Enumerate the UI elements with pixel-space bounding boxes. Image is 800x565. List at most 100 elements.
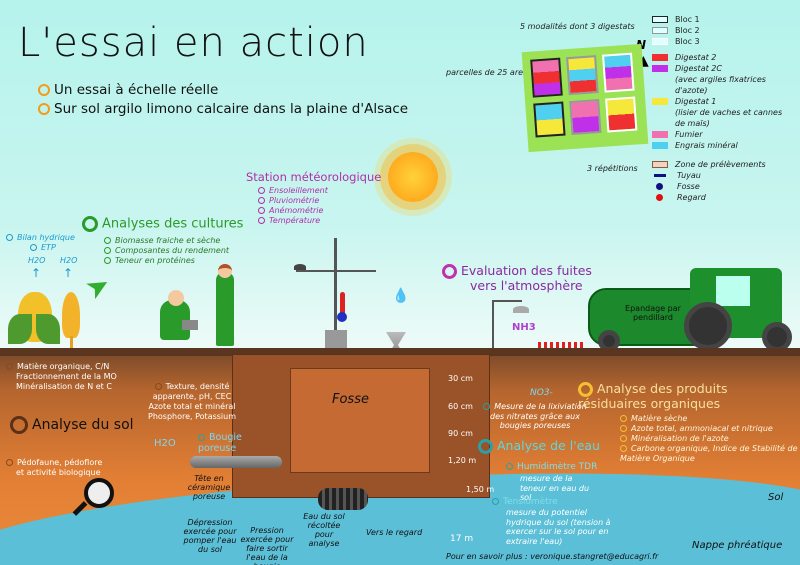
- bloc-1-swatch: [652, 16, 668, 23]
- sol-title: Analyse du sol: [10, 416, 134, 434]
- bougie-title: Bougie poreuse: [198, 432, 242, 454]
- depth-30: 30 cm: [448, 374, 473, 383]
- thermometer-bulb-icon: [337, 312, 347, 322]
- pendillard-boom-icon: [538, 342, 584, 352]
- digestat-2c-swatch: [652, 65, 668, 72]
- atmosphere-title: Evaluation des fuites vers l'atmosphère: [442, 264, 592, 293]
- plot-block-3a: [602, 52, 635, 93]
- eau-recoltee: Eau du sol récoltée pour analyse: [303, 512, 345, 548]
- legend-item: Fosse: [652, 181, 800, 192]
- laptop-icon: [182, 320, 198, 330]
- student-standing-icon: [216, 272, 234, 346]
- header-bullet-1: Un essai à échelle réelle: [38, 82, 218, 98]
- gas-sensor-arm: [492, 300, 522, 302]
- tdr-title: Humidimètre TDR: [506, 462, 597, 472]
- legend-item: Regard: [652, 192, 800, 203]
- digestat-1-swatch: [652, 98, 668, 105]
- bougie-pression: Pression exercée pour faire sortir l'eau…: [240, 526, 294, 565]
- tensio-title: Tensiomètre: [492, 497, 558, 507]
- ground-surface: [0, 348, 800, 356]
- header-bullet-2: Sur sol argilo limono calcaire dans la p…: [38, 101, 408, 117]
- page-title: L'essai en action: [18, 20, 369, 66]
- digestat-2-swatch: [652, 54, 668, 61]
- wheat-stem: [70, 336, 73, 350]
- eau-title: Analyse de l'eau: [478, 438, 600, 454]
- legend-item: Zone de prélèvements: [652, 159, 800, 170]
- fosse-dot-icon: [656, 183, 663, 190]
- corn-leaf: [8, 314, 32, 344]
- fosse-back-wall: [290, 368, 430, 473]
- tractor-cab-window: [716, 276, 750, 306]
- arrow-to-cultures-icon: ➤: [79, 266, 117, 307]
- student-head: [168, 290, 184, 306]
- legend-item: Bloc 3: [652, 36, 800, 47]
- tdr-text: mesure de la teneur en eau du sol: [520, 474, 590, 502]
- legend-item: Digestat 1: [652, 96, 800, 107]
- map-legend: Bloc 1 Bloc 2 Bloc 3 Digestat 2 Digestat…: [652, 14, 800, 203]
- tuyau-line-icon: [654, 174, 666, 177]
- legend-item: Bloc 1: [652, 14, 800, 25]
- drain-pipe-icon: [318, 488, 368, 510]
- pro-list: Matière sèche Azote total, ammoniacal et…: [620, 414, 798, 463]
- legend-item: Digestat 2C: [652, 63, 800, 74]
- wheat-icon: [62, 292, 80, 338]
- plot-block-2a: [566, 55, 599, 96]
- bloc-2-swatch: [652, 27, 668, 34]
- plot-block-3b: [605, 96, 638, 133]
- cultures-title: Analyses des cultures: [82, 216, 243, 232]
- corn-leaf: [36, 314, 60, 344]
- depth-120: 1,20 m: [448, 456, 477, 465]
- contact-link[interactable]: Pour en savoir plus : veronique.stangret…: [446, 552, 659, 561]
- h2o-label-wheat: H2O: [60, 256, 78, 265]
- plot-block-2b: [569, 99, 602, 136]
- nitrates-text: Mesure de la lixiviation des nitrates gr…: [480, 402, 590, 431]
- ring-bullet-icon: [38, 103, 50, 115]
- legend-item: Fumier: [652, 129, 800, 140]
- vers-regard: Vers le regard: [366, 528, 423, 537]
- rain-drops-icon: 💧: [392, 288, 410, 304]
- thermometer-icon: [340, 292, 345, 316]
- bougie-depression: Dépression exercée pour pomper l'eau du …: [183, 518, 237, 554]
- cultures-list: Biomasse fraiche et sèche Composantes du…: [104, 236, 229, 266]
- plot-map: [521, 43, 649, 153]
- evaporation-arrow-icon: ↑: [63, 266, 74, 280]
- ring-bullet-icon: [38, 84, 50, 96]
- student-head: [218, 264, 232, 278]
- label-modalites: 5 modalités dont 3 digestats: [520, 22, 635, 31]
- sun-icon: [388, 152, 438, 202]
- pyranometer-icon: [294, 264, 306, 270]
- sol-physico-list: Texture, densité apparente, pH, CEC Azot…: [148, 382, 237, 421]
- fosse-label: Fosse: [332, 392, 369, 407]
- depth-150: 1,50 m: [466, 485, 495, 494]
- depth-60: 60 cm: [448, 402, 473, 411]
- legend-item: Engrais minéral: [652, 140, 800, 151]
- station-title: Station météorologique: [246, 170, 382, 184]
- legend-item: Tuyau: [652, 170, 800, 181]
- h2o-label-corn: H2O: [28, 256, 46, 265]
- legend-item: Bloc 2: [652, 25, 800, 36]
- epandage-label: Epandage par pendillard: [625, 304, 681, 322]
- magnifier-icon: [84, 478, 114, 508]
- depth-17m: 17 m: [450, 534, 474, 544]
- sol-bio-list: Pédofaune, pédoflore et activité biologi…: [6, 458, 102, 478]
- fumier-swatch: [652, 131, 668, 138]
- tensio-text: mesure du potentiel hydrique du sol (ten…: [506, 508, 611, 546]
- sol-mo-list: Matière organique, C/N Fractionnement de…: [6, 362, 117, 392]
- sol-label: Sol: [768, 492, 784, 503]
- gas-sensor-icon: [513, 306, 529, 313]
- plot-block-1b: [533, 101, 566, 138]
- evaporation-arrow-icon: ↑: [31, 266, 42, 280]
- label-parcelles: parcelles de 25 ares: [446, 68, 528, 77]
- zone-prelevements-swatch: [652, 161, 668, 168]
- pro-title: Analyse des produits résiduaires organiq…: [578, 381, 728, 411]
- bougie-tete: Tête en céramique poreuse: [187, 474, 231, 501]
- gas-sensor-pole: [492, 300, 494, 352]
- weather-mast: [334, 238, 337, 338]
- regard-dot-icon: [656, 194, 663, 201]
- tractor-wheel-icon: [762, 322, 792, 352]
- porous-cup-icon: [190, 456, 282, 468]
- north-arrow-icon: ▲: [638, 53, 649, 69]
- depth-90: 90 cm: [448, 429, 473, 438]
- nh3-label: NH3: [512, 322, 536, 333]
- bilan-list: Bilan hydrique ETP: [6, 233, 75, 253]
